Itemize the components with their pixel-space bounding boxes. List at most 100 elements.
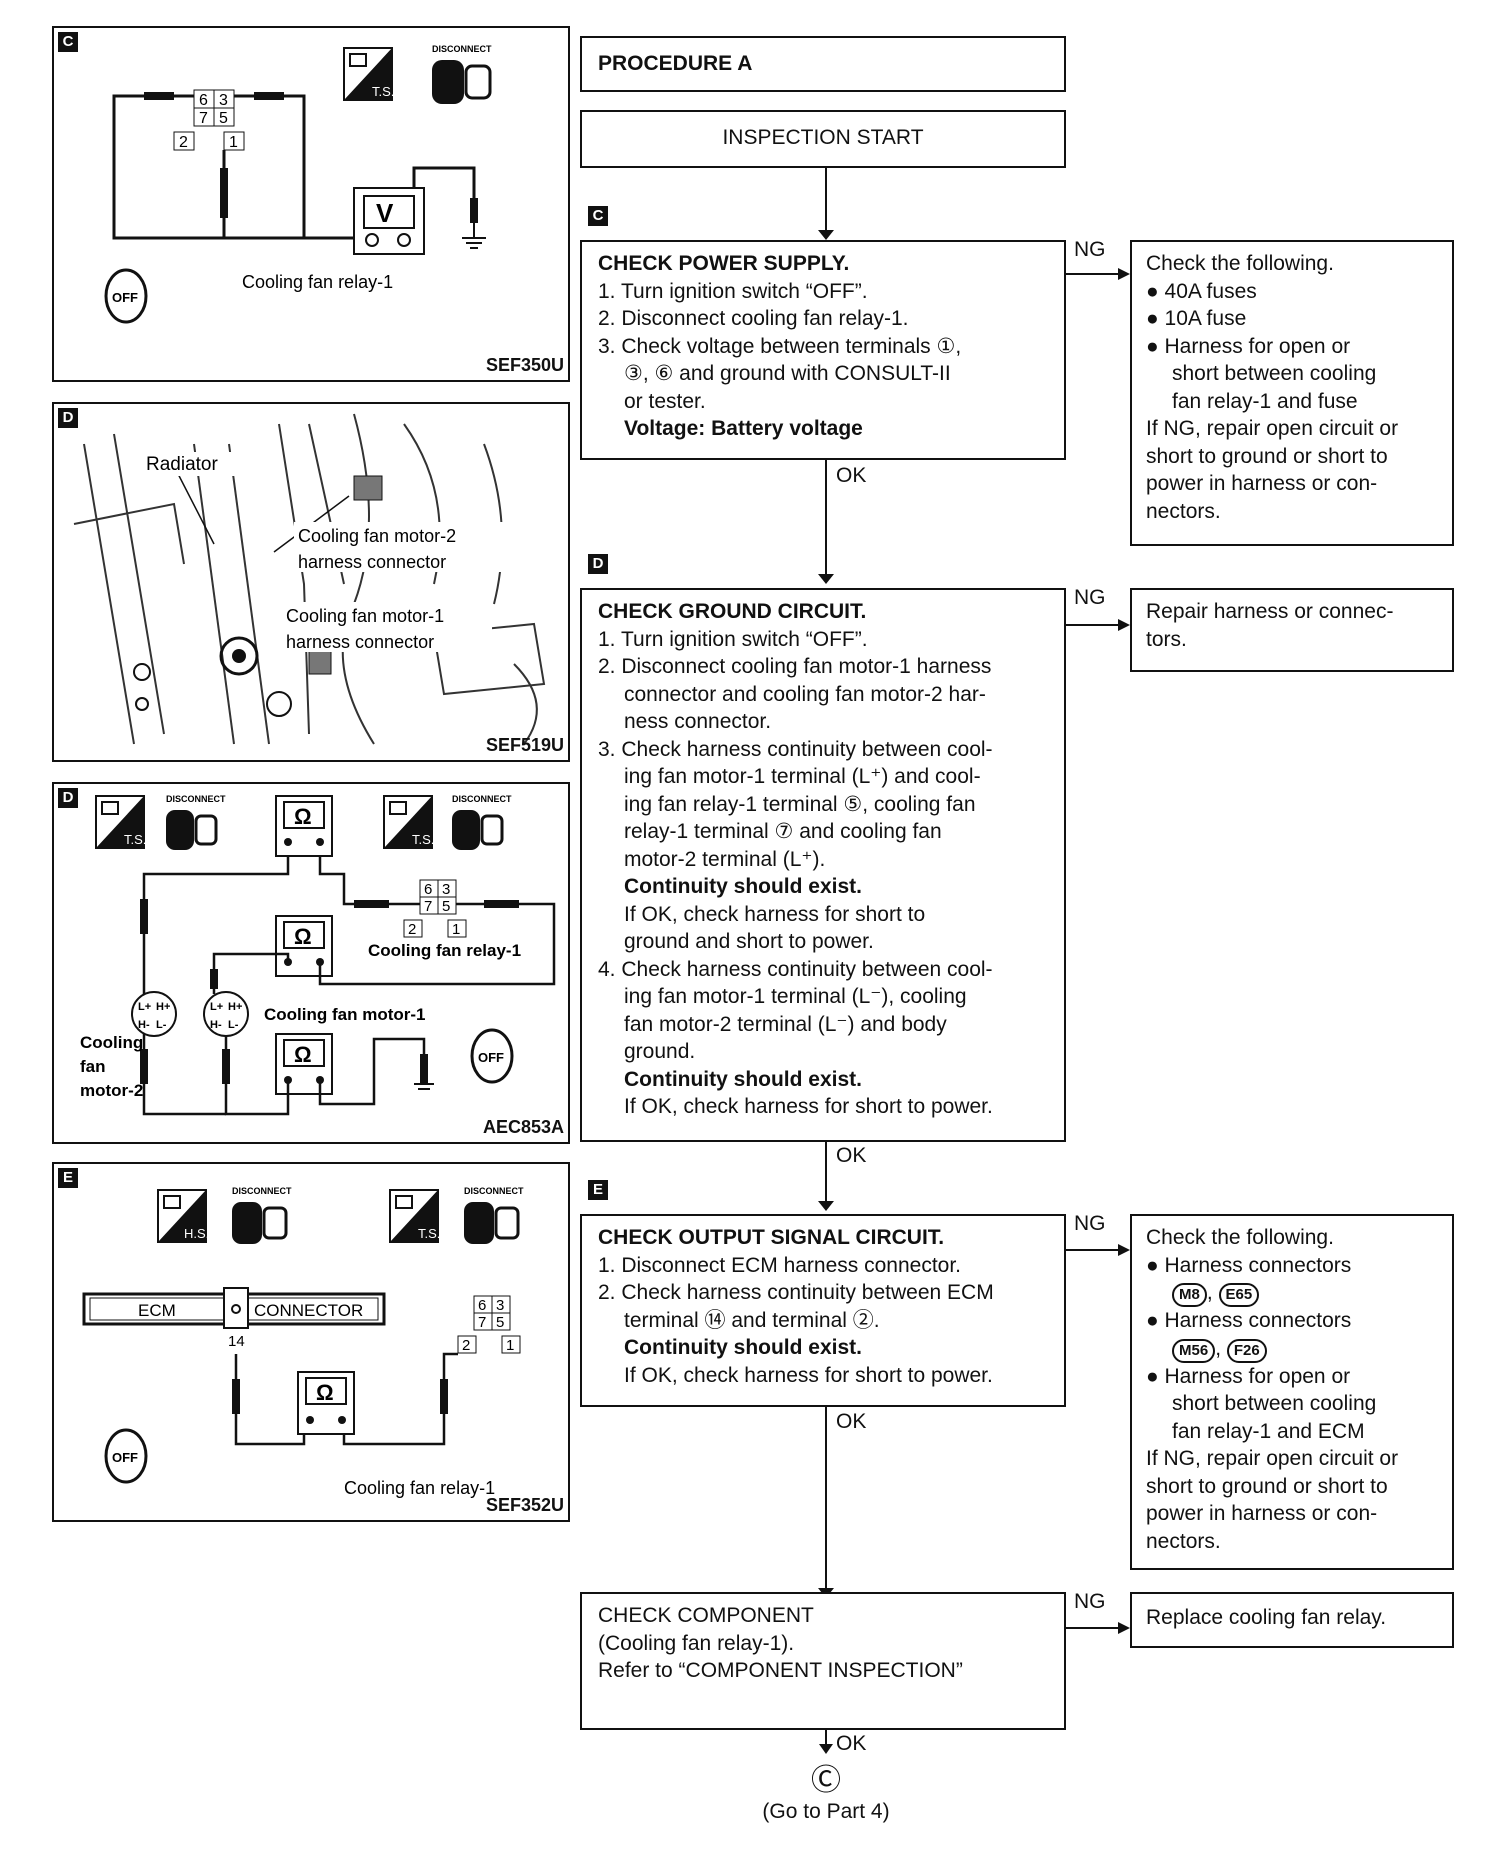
ng-line: power in harness or con- [1146,1502,1378,1525]
step-line: ③, ⑥ and ground with CONSULT-II [624,362,951,385]
ng-line: short between cooling [1172,362,1377,385]
ng-line: ● Harness connectors [1146,1253,1352,1277]
ng-label: NG [1074,586,1106,609]
procedure-title: PROCEDURE A [598,52,753,75]
step-check-ground-circuit: CHECK GROUND CIRCUIT. 1. Turn ignition s… [580,588,1066,1142]
step-spec: Continuity should exist. [624,875,863,898]
connector-code: M56 [1172,1338,1216,1363]
inspection-start-box: INSPECTION START [580,110,1066,168]
motor-connector: L+ H+ H- L- [131,991,177,1037]
step-line: ness connector. [624,710,772,733]
step-line: fan motor-2 terminal (L⁻) and body [624,1012,947,1036]
ts-icon: T.S. [383,795,434,849]
svg-text:T.S.: T.S. [412,832,434,847]
step-line: 3. Check voltage between terminals ①, [598,334,962,358]
svg-text:5: 5 [442,898,450,915]
step-title: CHECK POWER SUPPLY. [598,252,850,275]
svg-text:Ω: Ω [294,924,312,949]
ng-line: short between cooling [1172,1392,1377,1415]
ng-line: fan relay-1 and ECM [1172,1419,1365,1443]
svg-text:7: 7 [199,110,208,127]
ecm-connector: ECM CONNECTOR 14 [82,1287,386,1350]
svg-text:CONNECTOR: CONNECTOR [254,1301,363,1320]
motor1-connector-label: Cooling fan motor-1 [286,606,444,626]
ng-line: If NG, repair open circuit or [1146,417,1399,440]
ground-circuit-diagram: T.S. DISCONNECT T.S. DISCONNECT Ω [80,794,556,1116]
relay-label: Cooling fan relay-1 [344,1478,495,1498]
svg-text:Ω: Ω [294,1042,312,1067]
figure-code: AEC853A [482,1117,564,1137]
step-line: 4. Check harness continuity between cool… [598,957,993,981]
figure-tag-c: C [58,32,78,52]
step-tag-c: C [588,206,608,226]
step-line: or tester. [624,389,706,413]
figure-tag-d: D [58,408,78,428]
ohmmeter: Ω [275,915,333,977]
output-signal-diagram: H.S. DISCONNECT T.S. DISCONNECT ECM CONN… [82,1186,524,1498]
figure-output-signal: E H.S. DISCONNECT T.S. DISCONNECT [52,1162,570,1522]
step-line: ground. [624,1040,696,1063]
figure-ground-circuit: D T.S. DISCONNECT T.S. DISCONNECT [52,782,570,1144]
svg-text:motor-2: motor-2 [80,1081,143,1100]
relay-pin-grid: 6 3 7 5 2 1 [457,1295,521,1354]
step-line: 2. Disconnect cooling fan motor-1 harnes… [598,655,992,678]
svg-text:L+: L+ [210,1001,223,1013]
svg-text:H-: H- [138,1019,150,1031]
step-line: Refer to “COMPONENT INSPECTION” [598,1659,963,1682]
svg-text:7: 7 [424,898,432,915]
disconnect-icon: DISCONNECT [232,1186,292,1244]
svg-text:H+: H+ [228,1001,242,1013]
disconnect-icon: DISCONNECT [166,794,226,850]
svg-text:2: 2 [408,921,416,938]
figure-code: SEF519U [485,735,564,755]
step-check-power-supply: CHECK POWER SUPPLY. 1. Turn ignition swi… [580,240,1066,460]
svg-text:L+: L+ [138,1001,151,1013]
goto-symbol: Ⓒ [811,1764,841,1797]
step-line: ing fan relay-1 terminal ⑤, cooling fan [624,792,976,816]
connector-codes: M56, F26 [1146,1335,1438,1363]
step-title: CHECK COMPONENT [598,1604,814,1627]
connector-code: F26 [1226,1338,1267,1363]
step-spec: Voltage: Battery voltage [624,417,863,440]
svg-text:H-: H- [210,1019,222,1031]
ohmmeter: Ω [297,1371,355,1435]
disconnect-icon: DISCONNECT [432,44,492,104]
probe-leads [144,92,478,223]
procedure-title-box: PROCEDURE A [580,36,1066,92]
svg-text:OFF: OFF [478,1050,504,1065]
svg-text:5: 5 [219,110,228,127]
svg-text:14: 14 [228,1333,245,1350]
ng-line: Check the following. [1146,1226,1334,1249]
svg-text:1: 1 [452,921,460,938]
step-line: ground and short to power. [624,930,874,953]
ng-box-power-supply: Check the following. ● 40A fuses ● 10A f… [1130,240,1454,546]
ts-icon: T.S. [389,1189,440,1243]
step-line: If OK, check harness for short to power. [624,1095,993,1118]
step-tag-e: E [588,1180,608,1200]
motor-connector: L+ H+ H- L- [203,991,249,1037]
svg-text:T.S.: T.S. [418,1226,440,1241]
goto-text: (Go to Part 4) [762,1800,890,1823]
power-supply-diagram: T.S. DISCONNECT 6 3 7 5 2 1 [104,44,492,324]
relay-label: Cooling fan relay-1 [368,941,521,960]
figure-ground-location: D Radiator Cooling fan motor-2 harness c… [52,402,570,762]
motor1-label: Cooling fan motor-1 [264,1005,425,1024]
figure-code: SEF350U [485,355,564,375]
motor2-connector-label: Cooling fan motor-2 [298,526,456,546]
svg-text:DISCONNECT: DISCONNECT [232,1186,292,1196]
svg-text:6: 6 [478,1297,486,1314]
svg-text:ECM: ECM [138,1301,176,1320]
ng-line: ● Harness for open or [1146,334,1351,358]
connector-code: M8 [1172,1283,1207,1307]
hs-icon: H.S. [157,1189,209,1243]
svg-text:L-: L- [156,1019,167,1031]
svg-text:2: 2 [179,134,188,151]
relay-pin-grid: 6 3 7 5 2 1 [403,879,467,938]
relay-label: Cooling fan relay-1 [242,272,393,292]
ts-icon: T.S. [343,47,394,101]
step-line: (Cooling fan relay-1). [598,1631,795,1655]
svg-text:fan: fan [80,1057,106,1076]
ng-box-component: Replace cooling fan relay. [1130,1592,1454,1648]
svg-text:7: 7 [478,1314,486,1331]
step-line: motor-2 terminal (L⁺). [624,847,826,871]
